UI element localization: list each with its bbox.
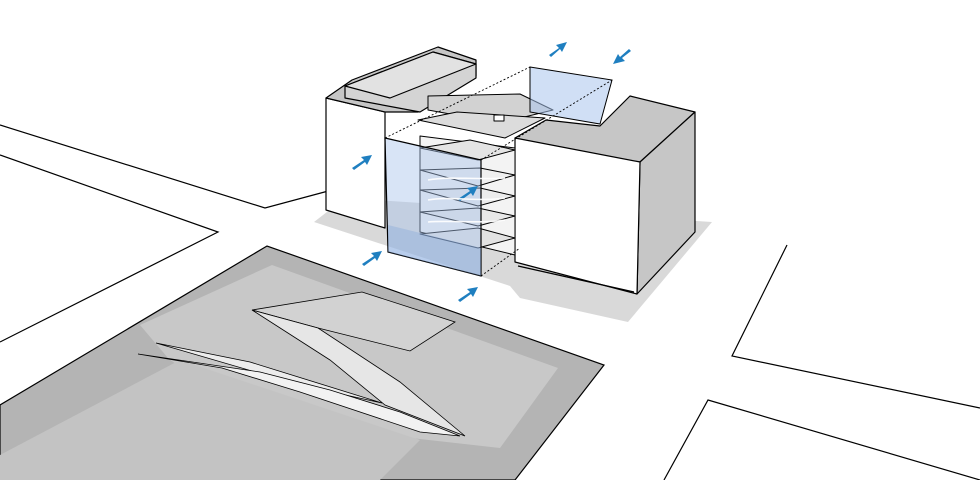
flow-line-3 xyxy=(427,219,506,223)
street-line-right-block xyxy=(731,244,980,409)
front-glass-panel-shade xyxy=(388,225,481,276)
floor-slab-7 xyxy=(419,227,516,249)
floor-slab-2 xyxy=(417,111,546,139)
dashed-line-top-right xyxy=(480,79,613,161)
wind-arrow-icon xyxy=(549,42,567,57)
floor-slab-4 xyxy=(419,167,516,187)
wind-arrow-icon xyxy=(362,251,382,266)
left-building-roof-top xyxy=(344,51,477,99)
street-line-upper-left xyxy=(0,124,333,209)
wind-arrow-icon xyxy=(458,186,478,201)
plaza-canopy-tail xyxy=(137,353,461,437)
flow-line-2 xyxy=(427,197,506,201)
left-building-front-face xyxy=(325,97,386,229)
wind-arrow-icon xyxy=(458,287,478,302)
dashed-line-bottom-right xyxy=(480,247,521,277)
wind-arrows xyxy=(352,42,631,302)
plaza-lower-ramp xyxy=(0,360,420,480)
dashed-line-top-left xyxy=(384,66,531,139)
dashed-volume-outline xyxy=(384,66,613,277)
rear-glass-panel xyxy=(529,66,613,125)
street-line-lower-right xyxy=(663,399,980,480)
plaza xyxy=(0,245,605,480)
floor-slab-3 xyxy=(419,139,516,161)
floor-slab-5 xyxy=(419,187,516,207)
wind-arrow-icon xyxy=(613,49,631,64)
street-line-left-block xyxy=(0,154,220,343)
wind-arrow-icon xyxy=(352,155,372,170)
street-lines xyxy=(0,124,980,480)
inner-flow-lines xyxy=(427,177,506,223)
flow-line-1 xyxy=(427,177,506,181)
plaza-canopy-blade xyxy=(251,309,466,437)
roof-opening xyxy=(493,114,505,122)
right-building-base-line xyxy=(517,265,635,293)
right-building xyxy=(514,95,696,295)
